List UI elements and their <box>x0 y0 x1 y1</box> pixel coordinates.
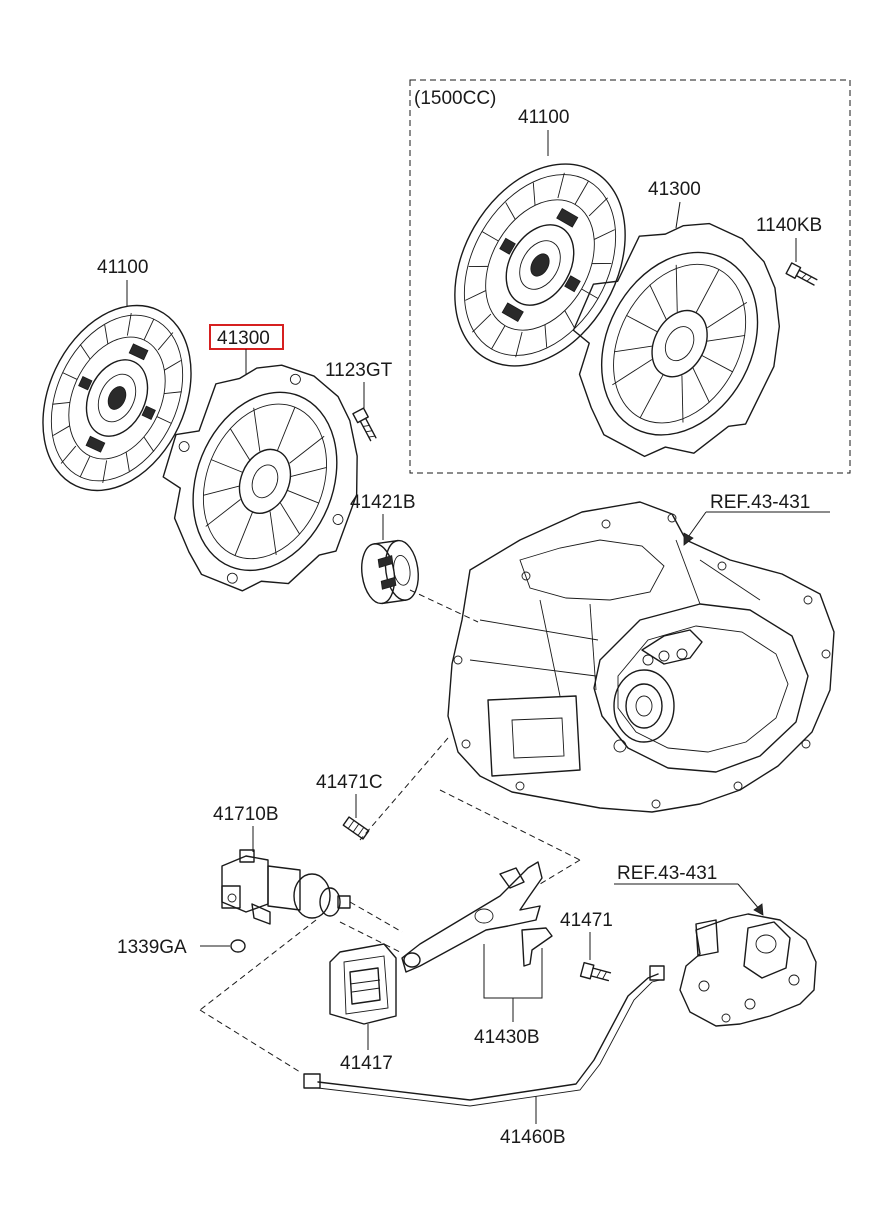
group-box-1500cc <box>409 79 851 474</box>
boot-41417[interactable] <box>329 943 397 1025</box>
callout-ref-mount: REF.43-431 <box>617 863 717 884</box>
fork-bolt-41471[interactable] <box>579 961 612 984</box>
clutch-hose[interactable] <box>303 965 665 1107</box>
clutch-cover-1500cc[interactable] <box>533 187 821 491</box>
callout-disc-main: 41100 <box>97 257 148 278</box>
group-label: (1500CC) <box>414 88 496 109</box>
callout-fork-bolt: 41471 <box>560 910 613 931</box>
callout-bolt-main: 1123GT <box>325 360 393 381</box>
release-bearing[interactable] <box>358 538 422 605</box>
transaxle-mount[interactable] <box>679 913 817 1027</box>
callout-cover-1500: 41300 <box>648 179 701 200</box>
bolt-1123gt[interactable] <box>352 407 379 442</box>
callout-ref-transaxle: REF.43-431 <box>710 492 810 513</box>
clutch-disc-main[interactable] <box>14 281 219 514</box>
callout-disc-1500: 41100 <box>518 107 569 128</box>
release-fork[interactable] <box>401 861 553 973</box>
callout-release-cylinder: 41710B <box>213 804 279 825</box>
callout-cover-main: 41300 <box>217 328 270 349</box>
callout-bolt-1500: 1140KB <box>756 215 822 236</box>
release-cylinder[interactable] <box>221 849 351 925</box>
bolt-1140kb[interactable] <box>785 262 818 288</box>
washer-1339ga[interactable] <box>230 939 246 953</box>
transaxle-case[interactable] <box>447 501 835 813</box>
clutch-cover-main[interactable] <box>131 336 394 617</box>
bushing-41471c[interactable] <box>342 816 370 840</box>
callout-washer: 1339GA <box>117 937 187 958</box>
callout-bushing: 41471C <box>316 772 383 793</box>
clutch-disc-1500cc[interactable] <box>420 133 660 396</box>
callout-fork-assy: 41430B <box>474 1027 540 1048</box>
callout-hose: 41460B <box>500 1127 566 1148</box>
callout-box-cover-main <box>209 324 284 350</box>
callout-release-bearing: 41421B <box>350 492 416 513</box>
callout-boot: 41417 <box>340 1053 393 1074</box>
